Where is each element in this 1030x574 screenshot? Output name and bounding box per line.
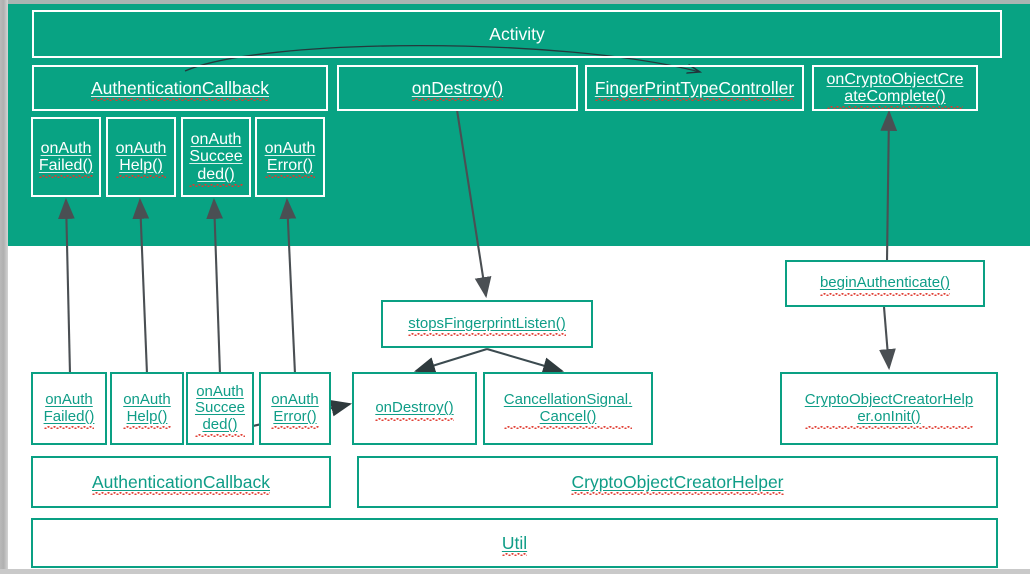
activity-header-label: Activity xyxy=(489,23,545,44)
onautherror-label-bottom: onAuth Error() xyxy=(271,391,319,430)
arrow-onautherror-up xyxy=(279,197,297,375)
arrow-ondestroy-to-stopsfingerprintlisten xyxy=(455,109,492,299)
onauthfailed-label-top: onAuth Failed() xyxy=(38,139,94,178)
ondestroy-box-bottom[interactable]: onDestroy() xyxy=(352,372,477,445)
top-edge-strip xyxy=(0,0,1030,4)
bottom-edge-strip xyxy=(0,569,1030,574)
onauthfailed-label-bottom: onAuth Failed() xyxy=(43,391,95,430)
onauthhelp-label-top: onAuth Help() xyxy=(115,139,167,178)
stopsfingerprintlisten-label: stopsFingerprintListen() xyxy=(408,314,566,337)
arrow-onauthsucceeded-up xyxy=(206,197,224,375)
cancellationsignal-cancel-label: CancellationSignal. Cancel() xyxy=(503,391,633,430)
cryptoobjectcreatorhelper-box[interactable]: CryptoObjectCreatorHelper xyxy=(357,456,998,508)
ondestroy-label-bottom: onDestroy() xyxy=(375,399,455,421)
arrow-stopsfingerprintlisten-to-ondestroy xyxy=(413,347,488,374)
teal-band-background xyxy=(8,4,1030,246)
cryptoobjectcreatorhelper-label: CryptoObjectCreatorHelper xyxy=(571,471,784,496)
onauthsucceeded-label-bottom: onAuth Succee ded() xyxy=(194,383,246,437)
oncryptoobjectcreatecomplete-box[interactable]: onCryptoObjectCre ateComplete() xyxy=(812,65,978,111)
activity-header-box[interactable]: Activity xyxy=(32,10,1002,58)
oncryptoobjectcreatecomplete-label: onCryptoObjectCre ateComplete() xyxy=(826,70,964,109)
ondestroy-box-top[interactable]: onDestroy() xyxy=(337,65,578,111)
onautherror-label-top: onAuth Error() xyxy=(264,139,316,178)
fingerprinttypecontroller-label: FingerPrintTypeController xyxy=(594,77,795,102)
cryptoobjectcreatorhelper-oninit-box[interactable]: CryptoObjectCreatorHelp er.onInit() xyxy=(780,372,998,445)
authenticationcallback-label-top: AuthenticationCallback xyxy=(90,77,270,102)
onautherror-box-top[interactable]: onAuth Error() xyxy=(255,117,325,197)
util-label: Util xyxy=(501,532,528,557)
onauthhelp-label-bottom: onAuth Help() xyxy=(123,391,171,430)
cryptoobjectcreatorhelper-oninit-label: CryptoObjectCreatorHelp er.onInit() xyxy=(804,391,974,430)
fingerprinttypecontroller-box[interactable]: FingerPrintTypeController xyxy=(585,65,804,111)
arrow-stopsfingerprintlisten-to-cancellationsignal-cancel xyxy=(486,347,565,374)
arrow-onauthhelp-up xyxy=(132,197,150,375)
left-gutter-strip xyxy=(0,0,8,574)
arrow-beginauthenticate-to-cryptoobjectcreatorhelper-oninit xyxy=(879,306,896,371)
util-box[interactable]: Util xyxy=(31,518,998,568)
onautherror-box-bottom[interactable]: onAuth Error() xyxy=(259,372,331,445)
cancellationsignal-cancel-box[interactable]: CancellationSignal. Cancel() xyxy=(483,372,653,445)
onauthhelp-box-top[interactable]: onAuth Help() xyxy=(106,117,176,197)
arrow-activity-to-fingerprinttypecontroller xyxy=(184,45,700,72)
arrow-beginauthenticate-to-oncryptoobjectcreatecomplete xyxy=(880,109,898,262)
authenticationcallback-box-top[interactable]: AuthenticationCallback xyxy=(32,65,328,111)
onauthsucceeded-box-top[interactable]: onAuth Succee ded() xyxy=(181,117,251,197)
stopsfingerprintlisten-box[interactable]: stopsFingerprintListen() xyxy=(381,300,593,348)
beginauthenticate-label: beginAuthenticate() xyxy=(819,274,951,296)
arrow-onauthfailed-up xyxy=(58,197,75,375)
onauthhelp-box-bottom[interactable]: onAuth Help() xyxy=(110,372,184,445)
authenticationcallback-box-bottom[interactable]: AuthenticationCallback xyxy=(31,456,331,508)
onauthfailed-box-top[interactable]: onAuth Failed() xyxy=(31,117,101,197)
authenticationcallback-label-bottom: AuthenticationCallback xyxy=(91,471,271,496)
beginauthenticate-box[interactable]: beginAuthenticate() xyxy=(785,260,985,307)
onauthsucceeded-label-top: onAuth Succee ded() xyxy=(189,131,244,187)
onauthsucceeded-box-bottom[interactable]: onAuth Succee ded() xyxy=(186,372,254,445)
ondestroy-label-top: onDestroy() xyxy=(411,77,504,102)
onauthfailed-box-bottom[interactable]: onAuth Failed() xyxy=(31,372,107,445)
